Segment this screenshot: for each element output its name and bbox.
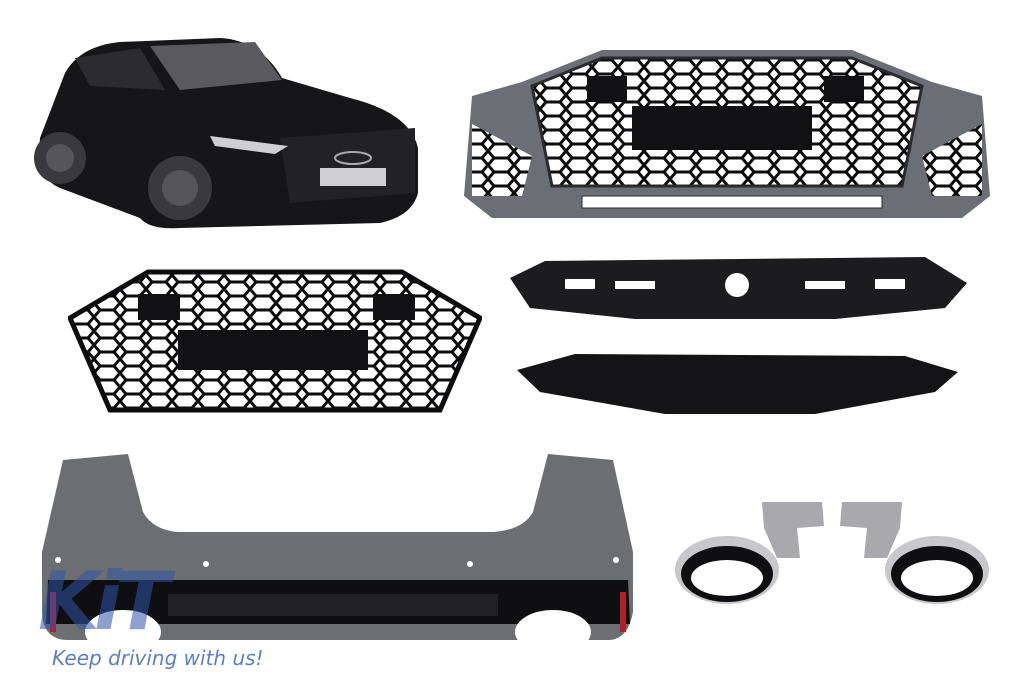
kit-watermark: KiT Keep driving with us! [20,560,320,680]
honeycomb-grille [68,268,482,414]
watermark-tagline: Keep driving with us! [52,646,264,670]
kit-logo: KiT [38,555,170,648]
rear-bumper [38,452,638,642]
front-bumper [462,46,992,224]
bumper-reinforcement [505,253,971,323]
exhaust-tips [672,498,992,610]
car-photo [20,18,420,233]
lower-splitter [515,350,960,418]
